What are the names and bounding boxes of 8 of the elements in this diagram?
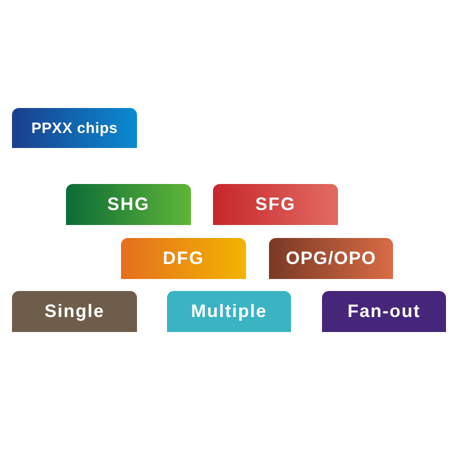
category-tab: DFG bbox=[121, 238, 246, 279]
category-tab: SHG bbox=[66, 184, 191, 225]
category-tab: Multiple bbox=[167, 291, 291, 332]
category-tab: Fan-out bbox=[322, 291, 446, 332]
category-tab: SFG bbox=[213, 184, 338, 225]
category-tab: PPXX chips bbox=[12, 108, 137, 148]
category-tab: Single bbox=[12, 291, 137, 332]
category-tab: OPG/OPO bbox=[269, 238, 393, 279]
